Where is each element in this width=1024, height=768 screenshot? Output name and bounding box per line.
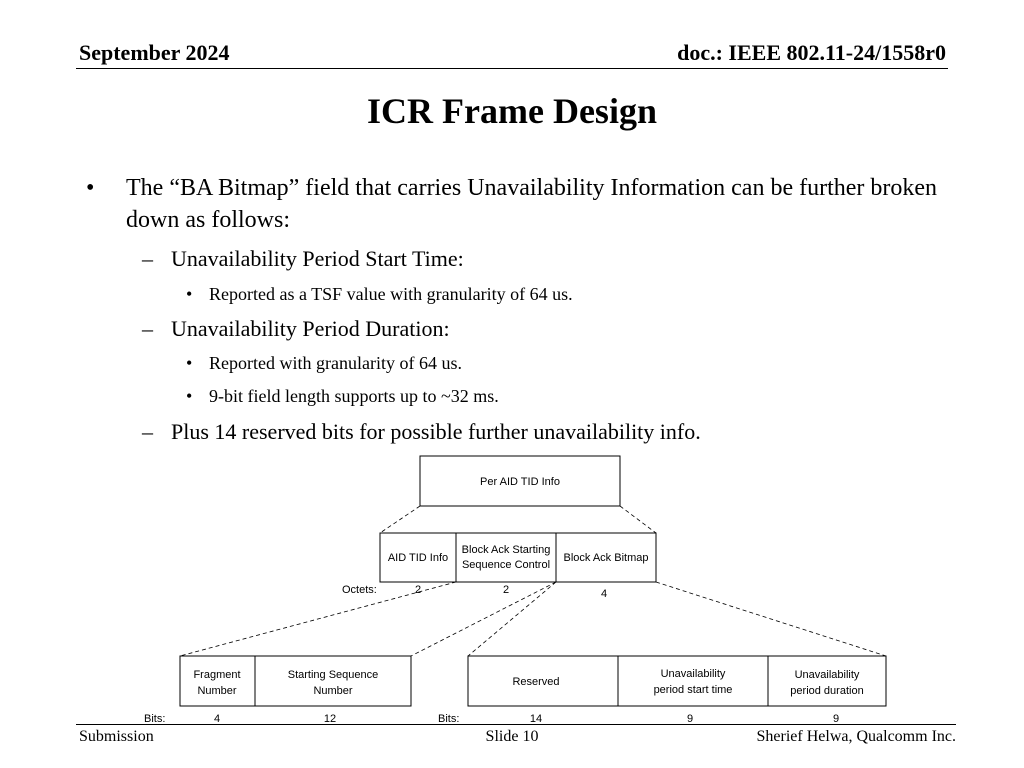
dash-marker: –	[142, 316, 153, 341]
footer-submission: Submission	[79, 728, 154, 745]
footer-divider	[76, 724, 956, 725]
unavail-start-line1: Unavailability	[661, 668, 726, 680]
unavail-duration-line2: period duration	[790, 685, 863, 697]
fragment-number-line1: Fragment	[193, 669, 240, 681]
starting-seq-number-line2: Number	[313, 685, 352, 697]
bullet-marker: •	[186, 386, 193, 406]
bullet-marker: •	[186, 353, 193, 373]
octets-aid-tid-info: 2	[415, 584, 421, 596]
bullet-start-time-detail: Reported as a TSF value with granularity…	[209, 284, 573, 304]
middle-fields-row: AID TID Info Block Ack Starting Sequence…	[342, 532, 657, 600]
field-ba-ssc-line1: Block Ack Starting	[462, 544, 551, 556]
octets-ba-ssc: 2	[503, 584, 509, 596]
field-ba-ssc-line2: Sequence Control	[462, 559, 550, 571]
fragment-number-line2: Number	[197, 685, 236, 697]
header-date: September 2024	[79, 40, 230, 65]
bullet-marker: •	[186, 284, 193, 304]
slide-title: ICR Frame Design	[367, 91, 657, 131]
expansion-lines-bottom	[179, 581, 887, 657]
bullet-start-time: Unavailability Period Start Time:	[171, 246, 464, 271]
bullet-reserved: Plus 14 reserved bits for possible furth…	[171, 419, 701, 444]
reserved-field: Reserved	[512, 676, 559, 688]
bullet-duration-length: 9-bit field length supports up to ~32 ms…	[209, 386, 499, 406]
bullet-marker: •	[86, 175, 95, 201]
header-divider	[76, 68, 948, 69]
bullet-main: The “BA Bitmap” field that carries Unava…	[126, 175, 938, 233]
dash-marker: –	[142, 419, 153, 444]
footer-author: Sherief Helwa, Qualcomm Inc.	[756, 728, 956, 745]
per-aid-tid-info-label: Per AID TID Info	[480, 476, 560, 488]
expansion-lines-top	[379, 505, 657, 534]
octets-label: Octets:	[342, 584, 377, 596]
starting-seq-number-line1: Starting Sequence	[288, 669, 379, 681]
field-aid-tid-info: AID TID Info	[388, 552, 448, 564]
header-doc-id: doc.: IEEE 802.11-24/1558r0	[677, 40, 946, 65]
ssc-subfields: Fragment Number Starting Sequence Number…	[144, 655, 412, 725]
unavail-start-line2: period start time	[654, 684, 733, 696]
ba-bitmap-subfields: Reserved Unavailability period start tim…	[438, 655, 887, 725]
octets-ba-bitmap: 4	[601, 588, 607, 600]
dash-marker: –	[142, 246, 153, 271]
field-ba-bitmap: Block Ack Bitmap	[564, 552, 649, 564]
per-aid-tid-info-box: Per AID TID Info	[419, 455, 621, 507]
footer-slide-number: Slide 10	[485, 728, 539, 745]
unavail-duration-line1: Unavailability	[795, 669, 860, 681]
bullet-duration: Unavailability Period Duration:	[171, 316, 450, 341]
bullet-duration-granularity: Reported with granularity of 64 us.	[209, 353, 462, 373]
